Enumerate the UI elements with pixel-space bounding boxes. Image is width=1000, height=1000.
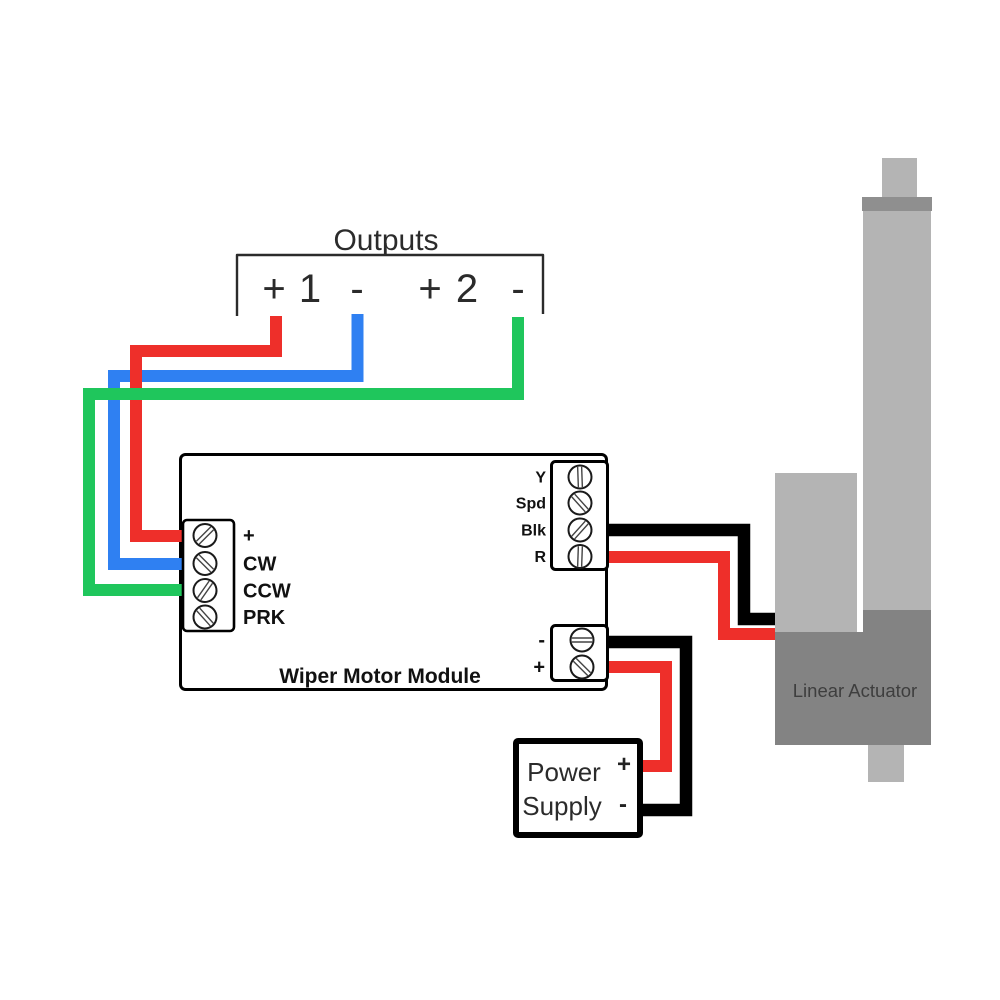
actuator-collar [862,197,932,211]
motor-terminal-label-y: Y [535,470,546,487]
actuator-rod-tip [882,158,917,198]
power-supply: Power Supply + - [513,738,643,838]
screw-icon [569,627,595,653]
wire-red-output1-plus-to-plus [130,316,282,542]
actuator-shaft [863,211,931,610]
wire-red-r-to-actuator [600,551,782,640]
wiper-motor-module-box [179,453,608,691]
screw-icon [192,551,218,576]
screw-icon [567,464,593,490]
power-supply-plus-terminal: + [617,751,631,778]
outputs-title: Outputs [333,224,438,257]
actuator-outer-tube [775,473,857,632]
motor-terminal-block-outline [550,460,609,571]
wiper-motor-module-title: Wiper Motor Module [279,665,481,688]
motor-terminal-label-spd: Spd [516,496,546,513]
outputs-bracket [235,253,545,316]
input-terminal-label-ccw: CCW [243,581,291,603]
wire-blue-output1-minus-to-cw [108,314,364,570]
screw-icon [567,517,593,543]
motor-terminal-label-r: R [534,549,546,566]
linear-actuator-label: Linear Actuator [793,680,917,701]
screw-icon [192,604,218,630]
module-power-terminal-block: - + [533,624,609,682]
input-terminal-label-cw: CW [243,554,276,576]
power-terminal-label-plus: + [533,657,545,679]
power-supply-box [513,738,643,838]
actuator-motor-body [775,610,931,745]
motor-terminal-label-blk: Blk [521,523,546,540]
power-supply-label-line2: Supply [522,791,602,821]
power-supply-label-line1: Power [527,757,601,787]
screw-icon [192,523,218,548]
input-terminal-label-prk: PRK [243,607,286,629]
screw-icon [192,578,218,603]
output2-plus-label: + [418,267,441,311]
module-motor-terminal-block: Y Spd Blk R [516,460,609,571]
wire-black-minus-to-power-supply [600,635,693,817]
output2-minus-label: - [511,267,524,311]
actuator-mount-tab [868,745,904,782]
outputs-header: Outputs + 1 - + 2 - [235,224,545,316]
output1-minus-label: - [350,267,363,311]
input-terminal-label-plus: + [243,525,255,547]
wire-red-plus-to-power-supply [600,661,672,772]
output2-number: 2 [456,267,478,311]
wire-black-blk-to-actuator [600,523,782,626]
power-terminal-label-minus: - [538,630,545,652]
screw-icon [567,490,593,516]
output1-number: 1 [299,267,321,311]
output1-plus-label: + [262,267,285,311]
linear-actuator: Linear Actuator [775,158,932,782]
wire-green-output2-minus-to-ccw [83,317,524,596]
screw-icon [569,654,595,680]
power-supply-minus-terminal: - [619,791,627,818]
screw-icon [567,544,593,569]
module-input-terminal-block: + CW CCW PRK [181,518,291,633]
